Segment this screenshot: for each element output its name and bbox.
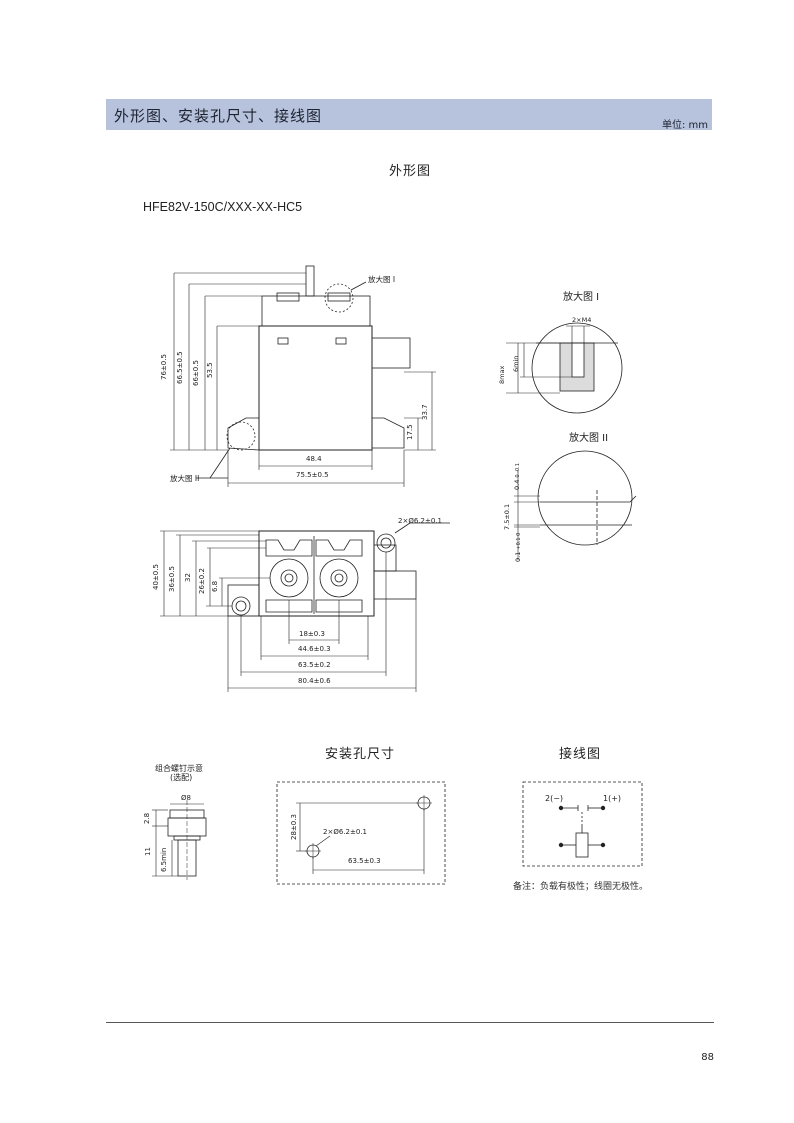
top-dimension-lines [160,530,417,692]
dim-33-7: 33.7 [421,404,429,420]
dim-75-5: 75.5±0.5 [296,471,329,479]
dim-17-5: 17.5 [406,424,414,440]
dim-80-4: 80.4±0.6 [298,677,331,685]
dim-48-4: 48.4 [306,455,322,463]
dim-36: 36±0.5 [168,566,176,592]
page-number: 88 [701,1052,714,1063]
screw-title: 组合螺钉示意 [155,764,203,773]
dim-26: 26±0.2 [198,568,206,594]
mounting-holes [276,781,446,885]
dim-hole-63-5: 63.5±0.3 [348,857,381,865]
section-header-title: 外形图、安装孔尺寸、接线图 [114,107,323,125]
dim-hole-28: 28±0.3 [290,814,298,840]
dim-53-5: 53.5 [206,362,214,378]
outline-title: 外形图 [389,164,432,179]
detail-2-callout: 放大图 II [170,474,200,483]
header-bar [106,99,712,130]
dim-thread: 2×M4 [572,316,592,324]
dim-hole-mount: 2×Ø6.2±0.1 [323,828,367,836]
dim-7-5: 7.5±0.1 [503,503,511,530]
dim-screw-11: 11 [144,847,152,856]
model-number: HFE82V-150C/XXX-XX-HC5 [143,200,303,214]
dim-63-5: 63.5±0.2 [298,661,331,669]
dim-screw-6-5: 6.5min [160,847,168,872]
dim-66-5: 66.5±0.5 [176,351,184,384]
front-view [196,265,411,479]
dim-66: 66±0.5 [192,360,200,386]
front-dimension-lines [170,272,436,487]
detail-2-title: 放大图 II [569,433,609,444]
screw-drawing [152,800,207,880]
footer-divider [106,1022,714,1023]
dim-32: 32 [184,573,192,582]
dim-76: 76±0.5 [160,354,168,380]
mounting-title: 安装孔尺寸 [325,747,396,762]
detail-2 [514,450,637,560]
unit-label: 单位: mm [661,120,708,131]
dim-6-8: 6.8 [211,580,219,592]
dim-screw-d: Ø8 [181,794,191,802]
wiring-title: 接线图 [559,747,602,762]
dim-44-6: 44.6±0.3 [298,645,331,653]
pin2-label: 2(−) [545,794,564,803]
dim-6min: 6min [512,355,520,372]
dim-18: 18±0.3 [299,630,325,638]
detail-1 [506,322,623,414]
wiring-note: 备注：负载有极性；线圈无极性。 [513,882,649,892]
dim-screw-2-8: 2.8 [143,812,151,824]
pin1-label: 1(+) [603,794,622,803]
dim-0-4: 0.4 0 -0.1 [513,463,521,490]
detail-1-callout: 放大图 I [368,275,396,284]
dim-hole-top: 2×Ø6.2±0.1 [398,517,442,525]
screw-subtitle: (选配) [170,773,193,782]
wiring-diagram [522,781,643,867]
dim-40: 40±0.5 [152,564,160,590]
detail-1-title: 放大图 I [563,292,600,303]
dim-0-1: 0.1 +0.1 0 [514,532,522,562]
dim-8max: 8max [498,365,506,384]
